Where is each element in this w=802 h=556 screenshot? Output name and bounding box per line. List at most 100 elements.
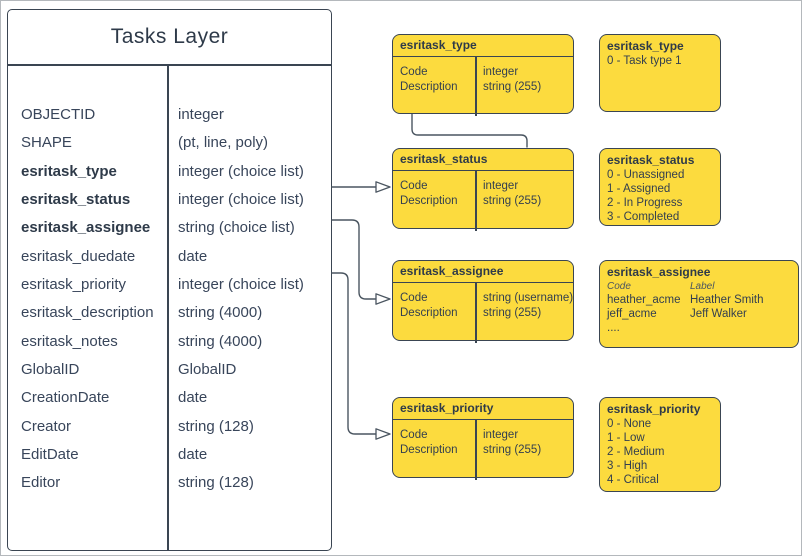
field-type: string (128)	[178, 474, 254, 491]
field-name: GlobalID	[21, 361, 80, 378]
domain-values-title: esritask_assignee	[607, 265, 711, 279]
field-row: SHAPE (pt, line, poly)	[8, 129, 331, 157]
domain-value: 2 - In Progress	[607, 197, 683, 209]
table-header-divider	[8, 64, 331, 66]
field-name: esritask_status	[21, 191, 131, 208]
domain-value: 2 - Medium	[607, 446, 665, 458]
domain-value: 3 - Completed	[607, 211, 680, 223]
field-type: GlobalID	[178, 361, 237, 378]
domain-values-title: esritask_status	[607, 153, 695, 167]
table-column-divider	[167, 65, 169, 550]
field-name: SHAPE	[21, 134, 72, 151]
field-name: EditDate	[21, 446, 79, 463]
field-type: date	[178, 248, 208, 265]
domain-box-column-divider	[475, 57, 477, 116]
domain-values-title: esritask_priority	[607, 402, 701, 416]
connector-priority-line	[331, 272, 377, 435]
assignee-label: Jeff Walker	[690, 308, 747, 320]
field-type: string (choice list)	[178, 219, 295, 236]
field-name: CreationDate	[21, 389, 110, 406]
field-row: esritask_description string (4000)	[8, 299, 331, 327]
assignee-code: heather_acme	[607, 294, 681, 306]
domain-value: 1 - Assigned	[607, 183, 671, 195]
domain-value: 4 - Critical	[607, 474, 659, 486]
label-column-header: Label	[690, 281, 715, 292]
assignee-label: Heather Smith	[690, 294, 764, 306]
field-row: OBJECTID integer	[8, 101, 331, 129]
field-type: integer (choice list)	[178, 191, 304, 208]
connector-type-status-line	[411, 113, 528, 148]
field-row: esritask_priority integer (choice list)	[8, 271, 331, 299]
assignee-columns-header: Code Label	[607, 280, 791, 293]
domain-values-box-status: esritask_status 0 - Unassigned 1 - Assig…	[599, 148, 721, 226]
field-row: esritask_assignee string (choice list)	[8, 214, 331, 242]
field-row: esritask_status integer (choice list)	[8, 186, 331, 214]
domain-value: 0 - None	[607, 418, 652, 430]
field-type: date	[178, 446, 208, 463]
field-type: (pt, line, poly)	[178, 134, 269, 151]
field-name: esritask_priority	[21, 276, 127, 293]
domain-value: 1 - Low	[607, 432, 645, 444]
domain-value: 0 - Unassigned	[607, 169, 685, 181]
domain-values-title: esritask_type	[607, 39, 684, 53]
field-row: EditDate date	[8, 441, 331, 469]
domain-box-title: esritask_priority	[393, 398, 573, 420]
field-row: GlobalID GlobalID	[8, 356, 331, 384]
assignee-entry: jeff_acme Jeff Walker	[607, 307, 791, 321]
assignee-code: jeff_acme	[607, 308, 657, 320]
field-name: Creator	[21, 418, 72, 435]
domain-box-title: esritask_type	[393, 35, 573, 57]
open-arrow-icon	[375, 428, 391, 440]
field-type: integer (choice list)	[178, 276, 304, 293]
field-row: esritask_type integer (choice list)	[8, 158, 331, 186]
field-type: string (128)	[178, 418, 254, 435]
field-name: OBJECTID	[21, 106, 96, 123]
domain-box-column-divider	[475, 171, 477, 231]
domain-values-box-type: esritask_type 0 - Task type 1	[599, 34, 721, 112]
open-arrow-icon	[375, 293, 391, 305]
field-name: esritask_duedate	[21, 248, 136, 265]
tasks-layer-title: Tasks Layer	[110, 25, 229, 48]
domain-box-title: esritask_status	[393, 149, 573, 171]
assignee-more-ellipsis: ....	[607, 322, 620, 334]
domain-field-types: string (username)string (255)	[483, 292, 574, 319]
code-column-header: Code	[607, 281, 631, 292]
tasks-layer-table: Tasks Layer OBJECTID integer SHAPE (pt, li…	[7, 9, 332, 551]
domain-value: 0 - Task type 1	[607, 55, 682, 67]
field-type: date	[178, 389, 208, 406]
field-row: Creator string (128)	[8, 413, 331, 441]
domain-box-column-divider	[475, 283, 477, 343]
field-type: integer	[178, 106, 224, 123]
field-name: esritask_type	[21, 163, 117, 180]
field-name: esritask_notes	[21, 333, 118, 350]
field-name: esritask_description	[21, 304, 154, 321]
field-row: CreationDate date	[8, 384, 331, 412]
domain-values-box-assignee: esritask_assignee Code Label heather_acme…	[599, 260, 799, 348]
assignee-entry: heather_acme Heather Smith	[607, 293, 791, 307]
field-row: esritask_notes string (4000)	[8, 328, 331, 356]
field-row: esritask_duedate date	[8, 243, 331, 271]
field-type: integer (choice list)	[178, 163, 304, 180]
field-type: string (4000)	[178, 333, 263, 350]
domain-values-box-priority: esritask_priority 0 - None 1 - Low 2 - M…	[599, 397, 721, 492]
open-arrow-icon	[375, 181, 391, 193]
field-name: esritask_assignee	[21, 219, 151, 236]
field-type: string (4000)	[178, 304, 263, 321]
